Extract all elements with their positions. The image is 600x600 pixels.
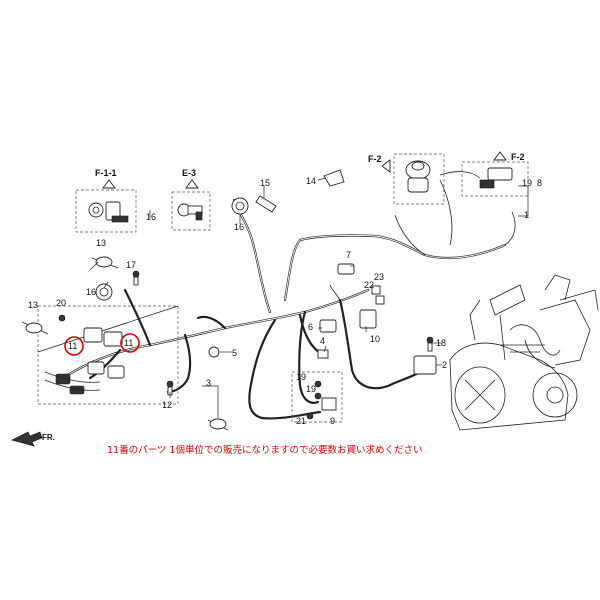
ref-label-f-1-1: F-1-1 [95,168,117,178]
reference-box-f-1-1: F-1-1 [75,168,137,233]
part-number-19b: 19 [306,384,316,394]
part-number-23: 23 [374,272,384,282]
ref-label-f-2-left: F-2 [368,154,382,164]
part-22-23 [371,285,385,305]
sub-assembly-box [291,371,343,423]
connector-6 [319,319,337,333]
notice-text: 11番のパーツ 1個単位での販売になりますので必要数お買い求めください [107,444,422,456]
part-5 [208,346,220,358]
part-number-6: 6 [308,322,313,332]
front-label: FR. [42,433,55,442]
part-number-17: 17 [126,260,136,270]
part-number-11a: 11 [68,341,77,351]
part-number-9: 9 [330,416,335,426]
part-number-11b: 11 [124,338,133,348]
switch-4 [317,349,329,359]
snow-blower-illustration [449,274,599,431]
main-harness [58,171,516,420]
clamp-15 [255,195,277,213]
connector-part-11 [103,331,123,347]
part-number-16c: 16 [86,287,96,297]
part-number-18: 18 [436,338,446,348]
part-number-19a: 19 [296,372,306,382]
part-number-22: 22 [364,280,374,290]
part-number-20: 20 [56,298,66,308]
front-arrow-icon [11,431,43,447]
highlight-circle-11b [120,333,140,353]
clamp-16a [95,283,113,301]
reference-box-e-3: E-3 [171,168,211,231]
part-number-15: 15 [260,178,270,188]
connector-7 [337,263,355,275]
relay-10 [359,309,377,329]
up-arrow-icon [102,179,116,189]
part-number-5: 5 [232,348,237,358]
part-number-14: 14 [306,176,316,186]
part-number-21: 21 [296,416,306,426]
part-number-13b: 13 [96,238,106,248]
up-arrow-icon [185,179,199,189]
connector-cluster-left [37,305,179,405]
part-number-4: 4 [320,336,325,346]
bolt-20 [58,314,66,322]
part-number-1: 1 [524,210,529,220]
left-arrow-icon [381,159,391,173]
part-number-16b: 16 [234,222,244,232]
reference-box-f-2-left: F-2 [368,153,445,205]
ref-label-f-2-right: F-2 [511,152,525,162]
part-number-12: 12 [162,400,172,410]
part-number-16a: 16 [146,212,156,222]
part-number-8: 19 [522,178,532,188]
bolt-17 [132,270,140,286]
clamp-16b [231,197,249,215]
part-number-labels: 19 1 2 3 4 5 6 7 8 9 10 11 11 12 13 13 1… [28,176,542,426]
clamp-14 [323,169,345,187]
bolt-18 [426,336,434,352]
up-arrow-icon [493,151,507,161]
part-number-7: 7 [346,250,351,260]
part-number-13a: 13 [28,300,38,310]
part-number-3: 3 [206,378,211,388]
front-direction-marker: FR. [11,431,55,447]
ref-label-e-3: E-3 [182,168,196,178]
cable-tie-13c [207,418,229,431]
part-number-2: 2 [442,360,447,370]
highlight-circle-11a [64,336,84,356]
regulator-2 [413,355,437,375]
bolt-12 [166,380,174,396]
reference-box-f-2-right: F-2 [461,151,529,197]
cable-tie-13b [91,256,119,269]
connector-part-11 [83,327,103,343]
part-number-8b: 8 [537,178,542,188]
leader-lines [89,177,529,418]
part-number-10: 10 [370,334,380,344]
cable-tie-13a [21,321,49,335]
